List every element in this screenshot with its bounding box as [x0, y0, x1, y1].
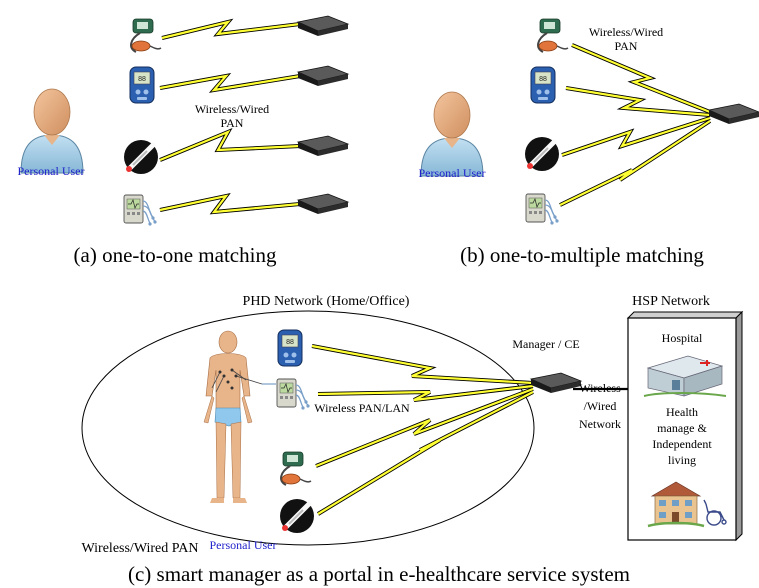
glucometer-icon — [530, 66, 556, 104]
wan-label-line3: Network — [579, 417, 621, 431]
health-label-line4: living — [668, 453, 696, 467]
panel-b-user-label: Personal User — [419, 166, 486, 180]
wan-label-line1: Wireless — [579, 381, 621, 395]
glucometer-icon — [277, 329, 303, 367]
panel-c-user-label: Personal User — [210, 538, 277, 552]
phd-network-label: PHD Network (Home/Office) — [243, 294, 410, 309]
manager-device-icon — [297, 135, 349, 157]
ecg-monitor-icon — [123, 194, 158, 227]
panel-a-caption: (a) one-to-one matching — [74, 243, 277, 267]
panel-b: Personal User Wireless/Wired PAN (b) one… — [419, 18, 759, 267]
personal-user-icon — [420, 91, 484, 177]
panel-a-link-label-2: PAN — [221, 116, 244, 130]
hospital-icon — [643, 355, 727, 397]
nursing-home-icon — [647, 481, 705, 528]
panel-a: Personal User Wireless/Wired PAN (a) one… — [18, 15, 349, 267]
thermometer-icon — [124, 140, 158, 174]
panel-b-link-label-1: Wireless/Wired — [589, 25, 663, 39]
health-label-line3: Independent — [652, 437, 712, 451]
panel-a-user-label: Personal User — [18, 164, 85, 178]
wan-label-line2: /Wired — [584, 399, 617, 413]
wheelchair-icon — [703, 499, 727, 526]
manager-device-icon — [297, 65, 349, 87]
manager-label: Manager / CE — [512, 337, 579, 351]
ecg-monitor-icon — [525, 193, 560, 226]
thermometer-icon — [525, 137, 559, 171]
personal-user-icon — [20, 88, 84, 174]
panel-c: PHD Network (Home/Office) — [81, 294, 744, 586]
full-body-user-icon — [203, 330, 276, 503]
panel-a-link-label-1: Wireless/Wired — [195, 102, 269, 116]
health-label-line2: manage & — [657, 421, 707, 435]
health-label-line1: Health — [666, 405, 698, 419]
ecg-monitor-icon — [276, 378, 311, 411]
panel-c-caption: (c) smart manager as a portal in e-healt… — [128, 562, 630, 586]
panel-b-caption: (b) one-to-multiple matching — [460, 243, 704, 267]
manager-device-icon — [297, 193, 349, 215]
blood-pressure-cuff-icon — [280, 451, 312, 486]
phd-network-boundary — [81, 310, 535, 546]
glucometer-icon — [129, 66, 155, 104]
manager-device-icon — [708, 103, 759, 125]
lan-label: Wireless PAN/LAN — [314, 401, 410, 415]
blood-pressure-cuff-icon — [130, 18, 162, 53]
hospital-label: Hospital — [662, 331, 703, 345]
thermometer-icon — [280, 499, 314, 533]
hsp-network-label: HSP Network — [632, 294, 710, 309]
manager-device-icon — [297, 15, 349, 37]
blood-pressure-cuff-icon — [537, 18, 569, 53]
panel-b-link-label-2: PAN — [615, 39, 638, 53]
pan-label: Wireless/Wired PAN — [82, 541, 199, 556]
